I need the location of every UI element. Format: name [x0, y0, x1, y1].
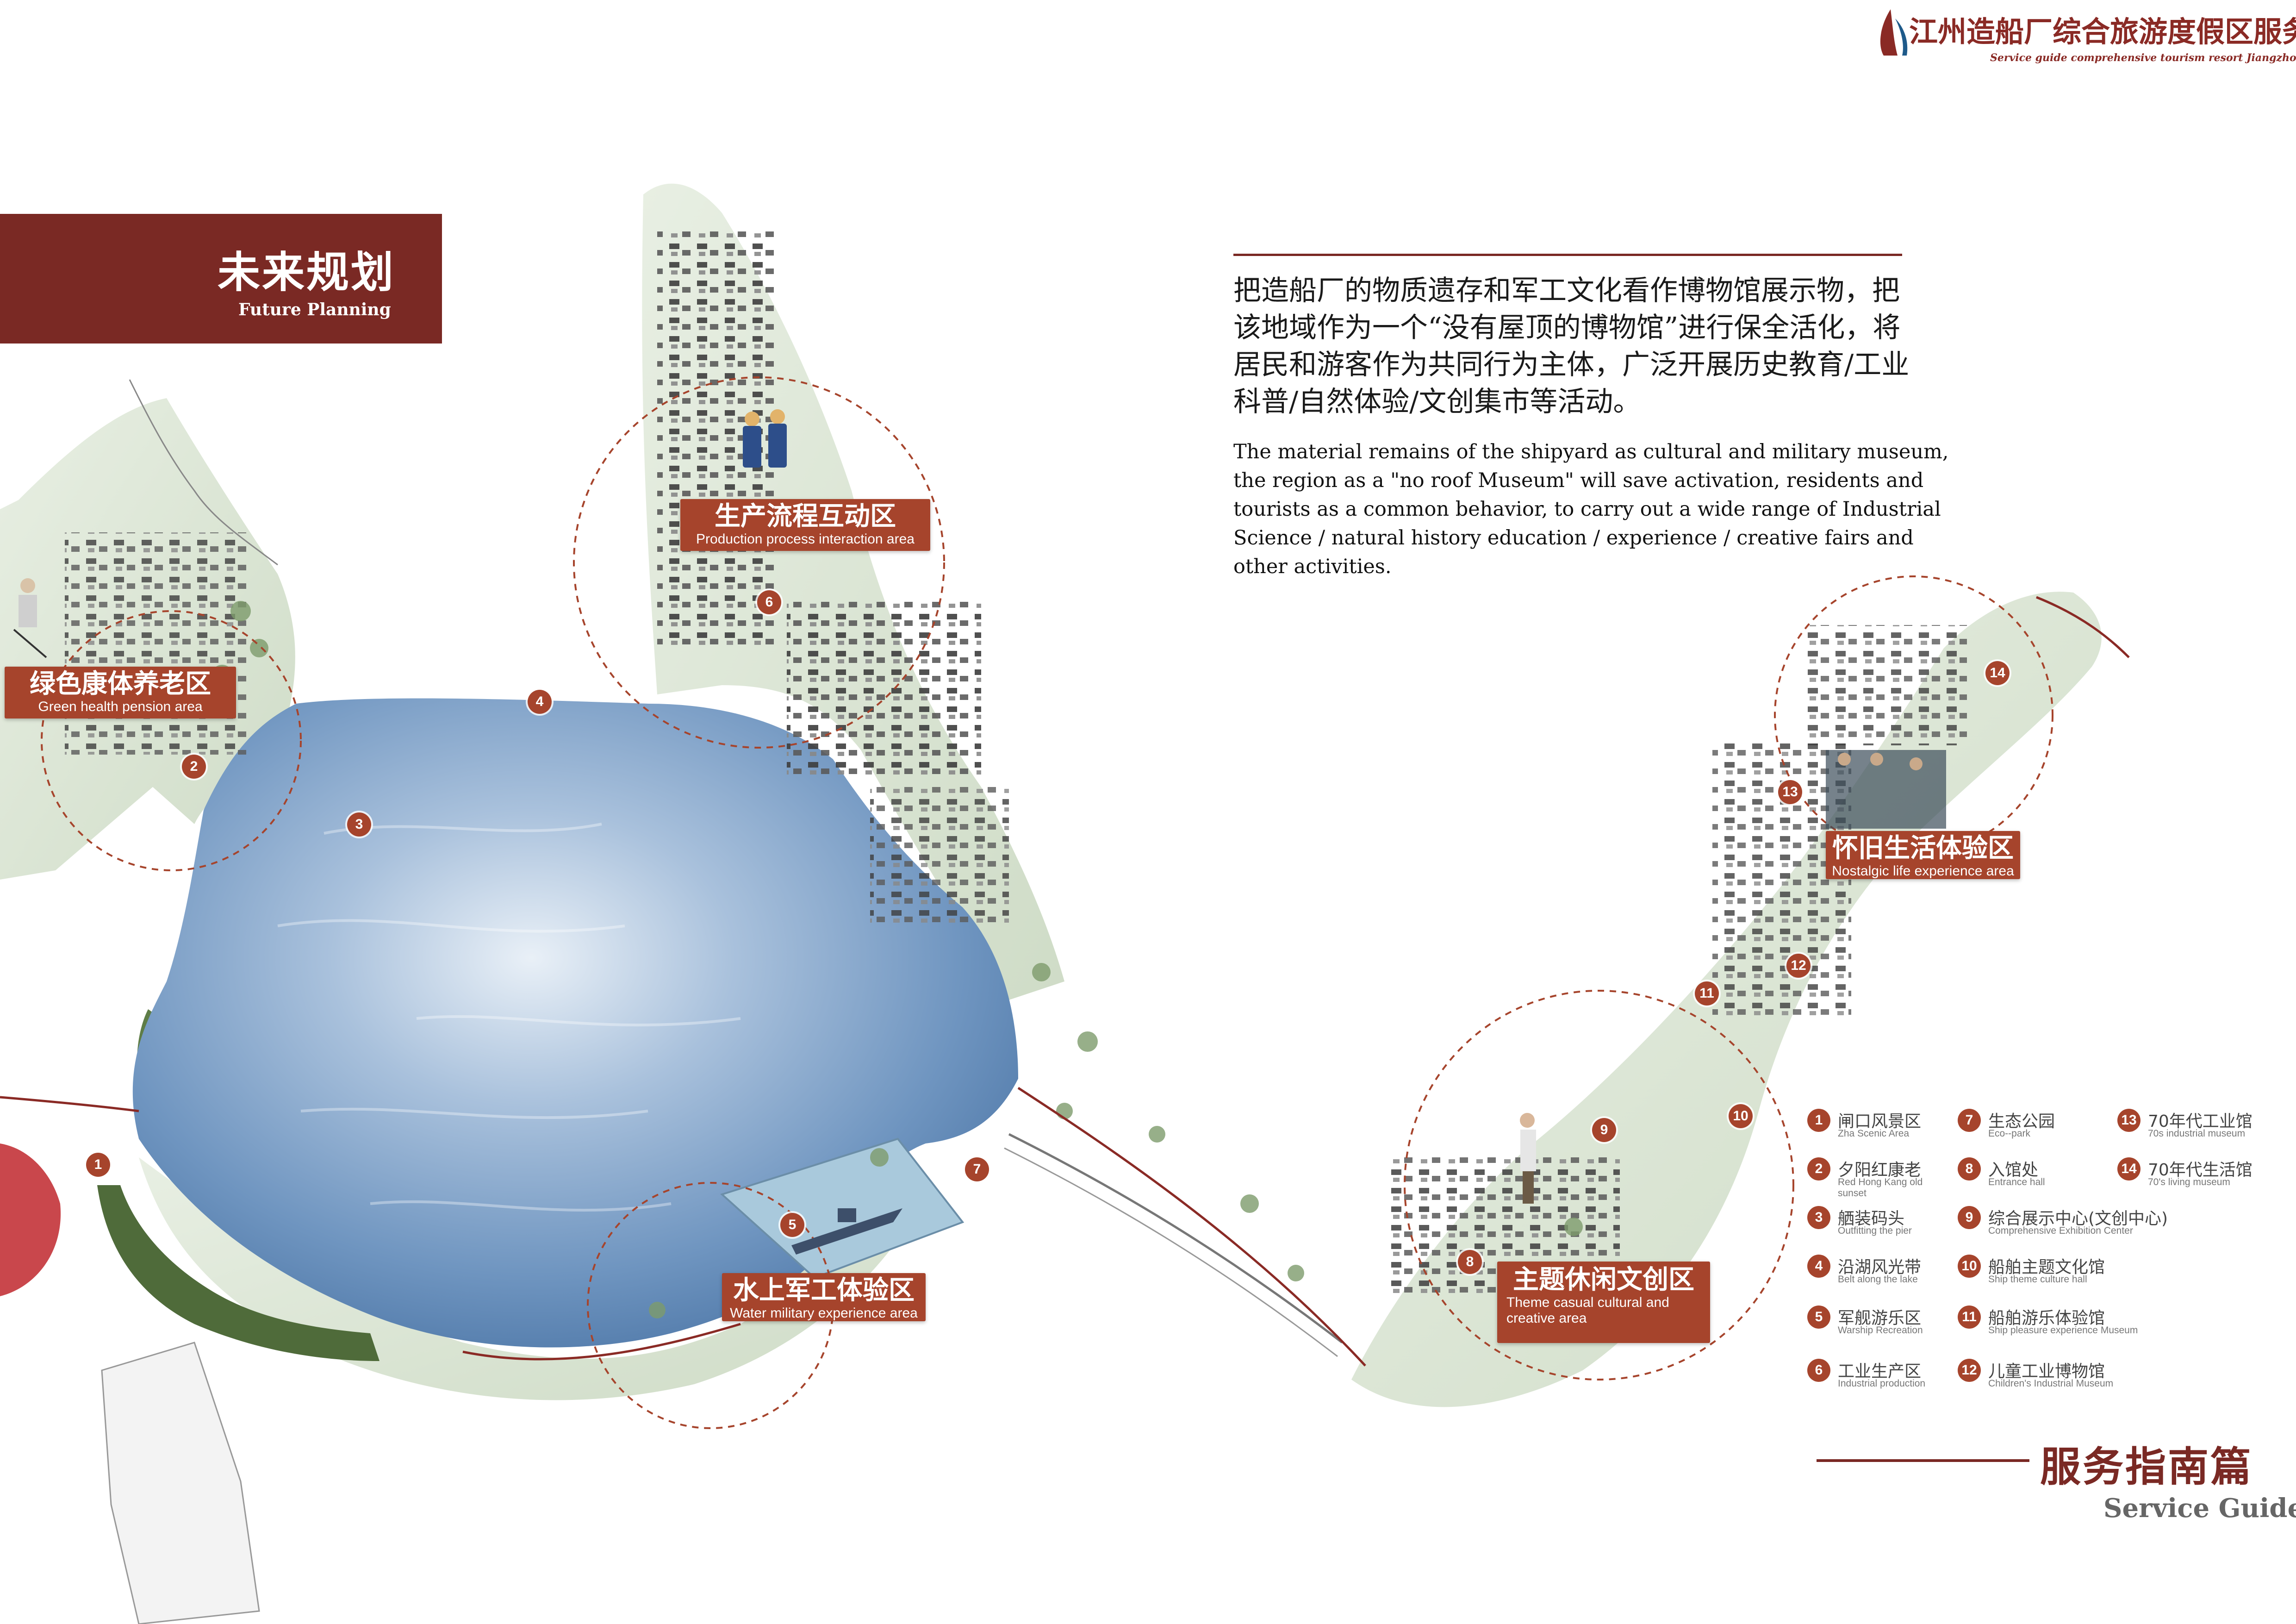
map-marker-10[interactable]: 10 [1729, 1104, 1753, 1128]
zone-cn: 水上军工体验区 [733, 1275, 915, 1305]
zone-en: Water military experience area [730, 1305, 918, 1321]
legend-badge: 4 [1807, 1255, 1830, 1278]
red-splash-decoration [0, 1143, 61, 1296]
legend-cn: 船舶主题文化馆 [1988, 1258, 2105, 1277]
footer-divider [1817, 1459, 2029, 1462]
legend-cn: 70年代生活馆 [2148, 1161, 2252, 1180]
zone-en: Nostalgic life experience area [1832, 863, 2014, 879]
legend-en: Belt along the lake [1838, 1274, 1918, 1285]
legend-badge: 7 [1958, 1109, 1981, 1132]
legend-badge: 12 [1958, 1359, 1981, 1382]
legend-cn: 船舶游乐体验馆 [1988, 1309, 2105, 1328]
legend-cn: 夕阳红康老 [1838, 1161, 1922, 1180]
zone-label-theme-casual[interactable]: 主题休闲文创区 Theme casual cultural and creati… [1497, 1262, 1710, 1343]
legend-cn: 闸口风景区 [1838, 1112, 1922, 1131]
zone-en: Theme casual cultural and creative area [1506, 1295, 1669, 1326]
legend-cn: 入馆处 [1988, 1161, 2039, 1180]
map-marker-8[interactable]: 8 [1458, 1250, 1482, 1274]
legend-cn: 军舰游乐区 [1838, 1309, 1922, 1328]
map-marker-2[interactable]: 2 [182, 755, 206, 779]
legend-en: Red Hong Kang old sunset [1838, 1177, 1923, 1199]
zone-en: Production process interaction area [696, 531, 915, 547]
legend-en: 70s industrial museum [2148, 1128, 2246, 1139]
map-marker-3[interactable]: 3 [347, 812, 371, 837]
legend-cn: 儿童工业博物馆 [1988, 1362, 2105, 1381]
zone-cn: 怀旧生活体验区 [1832, 833, 2014, 863]
banner-subtitle: Future Planning [238, 300, 391, 319]
map-marker-14[interactable]: 14 [1985, 661, 2010, 685]
legend-en: 70's living museum [2148, 1177, 2230, 1187]
legend-en: Comprehensive Exhibition Center [1988, 1225, 2133, 1236]
zone-label-production[interactable]: 生产流程互动区 Production process interaction a… [680, 499, 930, 551]
shoppers-figure [1520, 1113, 1536, 1204]
description-chinese: 把造船厂的物质遗存和军工文化看作博物馆展示物，把该地域作为一个“没有屋顶的博物馆… [1233, 275, 1910, 418]
map-marker-13[interactable]: 13 [1778, 780, 1802, 804]
header-subtitle: Service guide comprehensive tourism reso… [1990, 52, 2296, 64]
header-title: 江州造船厂综合旅游度假区服务指南 [1909, 15, 2296, 49]
legend-en: Entrance hall [1988, 1177, 2045, 1187]
zone-label-green-health[interactable]: 绿色康体养老区 Green health pension area [5, 667, 236, 718]
legend-badge: 9 [1958, 1206, 1981, 1229]
legend-en: Ship theme culture hall [1988, 1274, 2087, 1285]
zone-cn: 生产流程互动区 [715, 501, 896, 531]
legend-en: Industrial production [1838, 1378, 1926, 1389]
legend-cn: 70年代工业馆 [2148, 1112, 2252, 1131]
legend-badge: 1 [1807, 1109, 1830, 1132]
map-marker-6[interactable]: 6 [757, 590, 781, 614]
map-marker-11[interactable]: 11 [1695, 981, 1719, 1006]
description-divider [1233, 254, 1902, 256]
lake [132, 698, 1018, 1348]
zone-label-water-military[interactable]: 水上军工体验区 Water military experience area [722, 1273, 926, 1321]
legend-badge: 10 [1958, 1255, 1981, 1278]
roads [0, 596, 2130, 1367]
legend-en: Zha Scenic Area [1838, 1128, 1910, 1139]
legend-cn: 生态公园 [1988, 1112, 2055, 1131]
legend-en: Children's Industrial Museum [1988, 1378, 2114, 1389]
workers-figure [743, 409, 787, 468]
nostalgic-workers-figure [1826, 750, 1946, 829]
map-marker-7[interactable]: 7 [965, 1157, 989, 1181]
legend-en: Eco--park [1988, 1128, 2031, 1139]
zone-cn: 绿色康体养老区 [30, 668, 211, 699]
legend-en: Ship pleasure experience Museum [1988, 1325, 2138, 1336]
legend-cn: 舾装码头 [1838, 1209, 1905, 1228]
banner-title: 未来规划 [218, 247, 396, 297]
description-english: The material remains of the shipyard as … [1233, 440, 1949, 578]
map-marker-9[interactable]: 9 [1592, 1118, 1616, 1142]
legend-badge: 8 [1958, 1157, 1981, 1181]
future-planning-banner: 未来规划 Future Planning [0, 214, 442, 344]
legend-en: Outfitting the pier [1838, 1225, 1912, 1236]
zone-label-nostalgic[interactable]: 怀旧生活体验区 Nostalgic life experience area [1826, 831, 2020, 879]
legend-badge: 5 [1807, 1305, 1830, 1329]
legend-cn: 综合展示中心(文创中心) [1988, 1209, 2168, 1228]
map-marker-5[interactable]: 5 [780, 1213, 804, 1237]
map-marker-4[interactable]: 4 [528, 690, 552, 714]
legend-badge: 11 [1958, 1305, 1981, 1329]
legend-badge: 2 [1807, 1157, 1830, 1181]
sail-logo-icon [1880, 9, 1908, 56]
warship-illustration [791, 1208, 902, 1255]
legend-badge: 6 [1807, 1359, 1830, 1382]
legend-badge: 14 [2117, 1157, 2140, 1181]
legend-en: Warship Recreation [1838, 1325, 1923, 1336]
map-marker-1[interactable]: 1 [86, 1153, 110, 1177]
zone-en: Green health pension area [38, 699, 203, 714]
map-marker-12[interactable]: 12 [1786, 954, 1811, 978]
footer-title: 服务指南篇 [2040, 1443, 2253, 1491]
elderly-painter-figure [13, 578, 47, 658]
zone-cn: 主题休闲文创区 [1513, 1264, 1694, 1295]
legend-cn: 沿湖风光带 [1838, 1258, 1922, 1277]
legend-badge: 3 [1807, 1206, 1830, 1229]
legend-badge: 13 [2117, 1109, 2140, 1132]
buildings [65, 231, 1967, 1296]
footer-subtitle: Service Guide [2103, 1493, 2296, 1524]
legend-cn: 工业生产区 [1838, 1362, 1922, 1381]
